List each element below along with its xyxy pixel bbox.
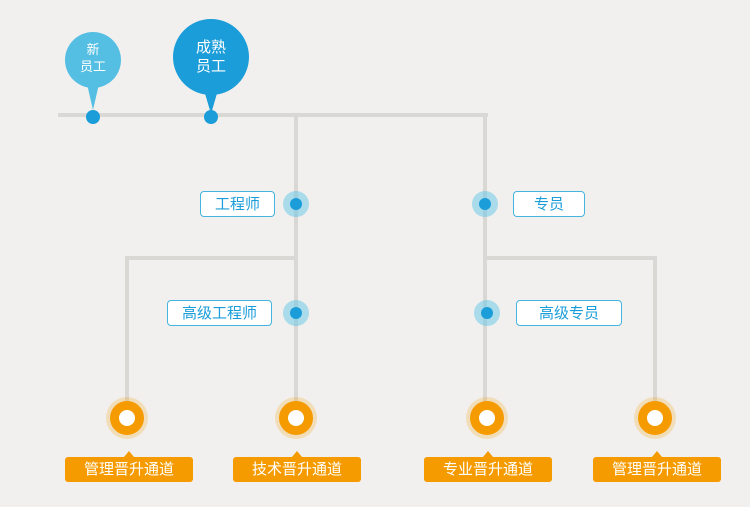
channel-label-management-right: 管理晋升通道 xyxy=(593,451,721,482)
mature-employee-pointer xyxy=(204,90,218,114)
channel-label-text: 管理晋升通道 xyxy=(83,460,174,478)
arrow-up-icon xyxy=(292,451,302,457)
channel-label-text: 技术晋升通道 xyxy=(251,460,342,478)
role-label-engineer: 工程师 xyxy=(200,191,276,217)
role-label-senior-specialist: 高级专员 xyxy=(516,300,623,326)
node-new-employee: 新 员工 xyxy=(65,32,121,88)
channel-label-management-left: 管理晋升通道 xyxy=(65,451,193,482)
connector-far-right-vertical xyxy=(653,256,657,405)
node-new-employee-label-line1: 新 xyxy=(86,43,100,59)
role-label-senior-engineer: 高级工程师 xyxy=(167,300,273,326)
arrow-up-icon xyxy=(652,451,662,457)
milestone-dot-specialist xyxy=(472,191,498,217)
channel-label-professional: 专业晋升通道 xyxy=(424,451,552,482)
junction-dot-new-employee xyxy=(86,110,100,124)
milestone-dot-senior-engineer xyxy=(283,300,309,326)
milestone-dot-inner xyxy=(479,198,491,210)
channel-label-text: 专业晋升通道 xyxy=(442,460,533,478)
node-mature-employee-label-line2: 员工 xyxy=(195,57,226,75)
connector-top-horizontal xyxy=(58,113,488,117)
arrow-up-icon xyxy=(124,451,134,457)
milestone-dot-inner xyxy=(290,198,302,210)
endpoint-management-left xyxy=(110,401,144,435)
node-mature-employee: 成熟 员工 xyxy=(173,19,249,95)
milestone-dot-inner xyxy=(290,307,302,319)
channel-label-text: 管理晋升通道 xyxy=(611,460,702,478)
connector-right-branch-horizontal xyxy=(485,256,657,260)
junction-dot-mature-employee xyxy=(204,110,218,124)
connector-left-branch-vertical xyxy=(125,256,129,405)
endpoint-professional xyxy=(470,401,504,435)
role-label-specialist: 专员 xyxy=(513,191,586,217)
connector-left-branch-horizontal xyxy=(125,256,298,260)
milestone-dot-senior-specialist xyxy=(474,300,500,326)
node-mature-employee-label-line1: 成熟 xyxy=(195,37,226,56)
milestone-dot-inner xyxy=(481,307,493,319)
arrow-up-icon xyxy=(483,451,493,457)
endpoint-management-right xyxy=(638,401,672,435)
milestone-dot-engineer xyxy=(283,191,309,217)
node-new-employee-label-line2: 员工 xyxy=(79,60,106,75)
new-employee-pointer xyxy=(87,84,99,110)
channel-label-technical: 技术晋升通道 xyxy=(233,451,361,482)
endpoint-technical xyxy=(279,401,313,435)
